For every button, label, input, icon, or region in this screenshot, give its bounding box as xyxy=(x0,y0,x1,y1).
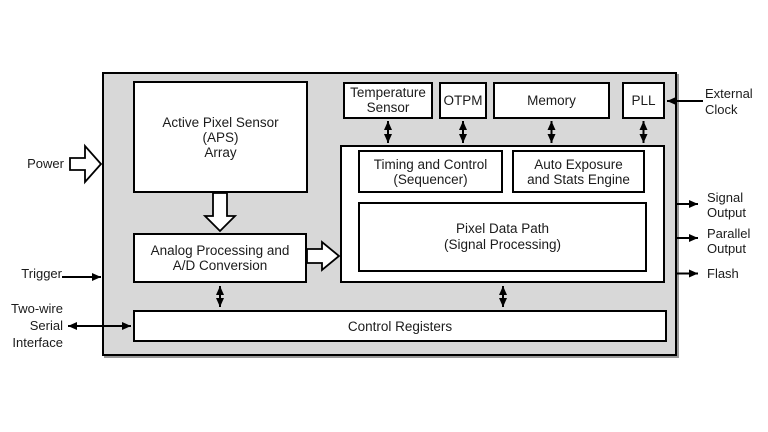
block-label: and Stats Engine xyxy=(527,171,630,187)
label-signal-output: Signal Output xyxy=(707,190,747,220)
block-label: (Sequencer) xyxy=(393,171,468,187)
block-label: PLL xyxy=(631,93,656,108)
label-external-clock: External Clock xyxy=(705,86,753,117)
block-pixel-data-path: Pixel Data Path (Signal Processing) xyxy=(358,202,647,272)
block-label: A/D Conversion xyxy=(172,258,268,273)
label-two-wire-serial-interface: Two-wire Serial Interface xyxy=(10,301,63,350)
label-power: Power xyxy=(27,156,64,171)
block-label: Analog Processing and xyxy=(150,243,290,258)
block-label: Auto Exposure xyxy=(534,156,623,172)
block-label: Sensor xyxy=(366,99,410,115)
block-label: Control Registers xyxy=(347,318,453,334)
block-analog-processing: Analog Processing and A/D Conversion xyxy=(133,233,307,283)
block-label: (Signal Processing) xyxy=(443,237,562,252)
block-label: Memory xyxy=(527,93,576,108)
block-pll: PLL xyxy=(622,82,665,119)
block-label: Array xyxy=(204,144,237,160)
block-timing-control: Timing and Control (Sequencer) xyxy=(358,150,503,193)
block-label: Pixel Data Path xyxy=(455,221,550,236)
block-label: Temperature xyxy=(350,85,426,100)
block-auto-exposure: Auto Exposure and Stats Engine xyxy=(512,150,645,193)
label-parallel-output: Parallel Output xyxy=(707,226,751,256)
block-control-registers: Control Registers xyxy=(133,310,667,342)
block-label: Active Pixel Sensor xyxy=(162,114,279,130)
label-trigger: Trigger xyxy=(21,266,62,281)
block-label: (APS) xyxy=(202,129,239,145)
block-label: Timing and Control xyxy=(373,156,488,172)
label-flash: Flash xyxy=(707,266,739,281)
arrow-power xyxy=(69,143,103,185)
block-otpm: OTPM xyxy=(439,82,487,119)
block-active-pixel-sensor: Active Pixel Sensor (APS) Array xyxy=(133,81,308,193)
block-memory: Memory xyxy=(493,82,610,119)
block-temperature-sensor: Temperature Sensor xyxy=(343,82,433,119)
block-label: OTPM xyxy=(443,93,483,108)
